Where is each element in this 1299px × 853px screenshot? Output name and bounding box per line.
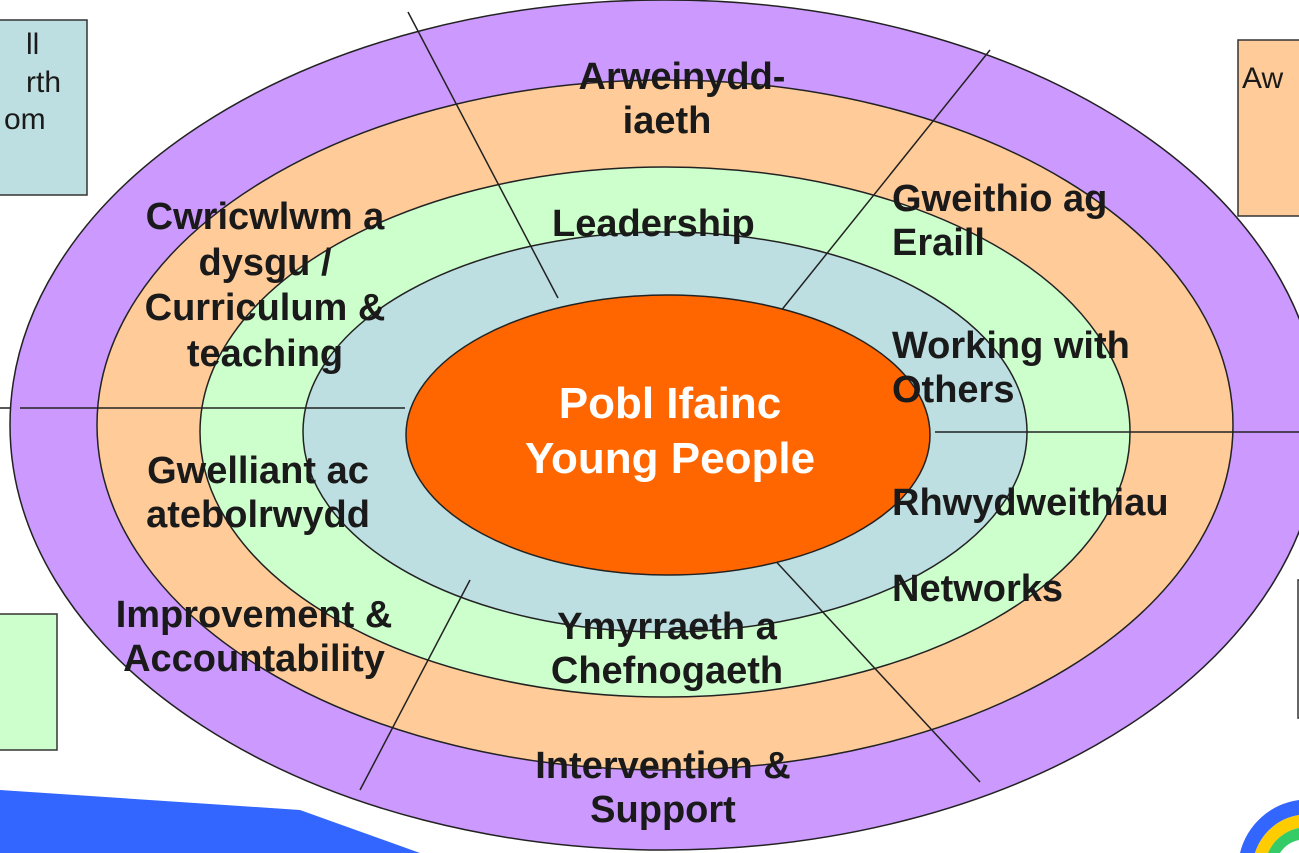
curriculum-line-1: Cwricwlwm a	[145, 196, 385, 238]
logo-fragment	[1240, 800, 1299, 853]
left-top-box	[0, 19, 88, 196]
improvement-welsh: Gwelliant ac atebolrwydd	[108, 450, 408, 537]
right-top-box-text: Aw	[1242, 60, 1299, 180]
improvement-english-1: Improvement &	[115, 594, 393, 636]
improvement-english-2: Accountability	[123, 637, 385, 680]
intervention-english: Intervention & Support	[498, 745, 828, 832]
working-welsh-2: Eraill	[892, 221, 985, 264]
improvement-welsh-2: atebolrwydd	[146, 493, 370, 536]
center-ellipse	[405, 294, 931, 576]
left-top-line-3: om	[4, 103, 46, 136]
leadership-welsh: Arweinydd- iaeth	[552, 56, 812, 143]
center-english: Young People	[524, 434, 816, 483]
working-welsh-1: Gweithio ag	[892, 178, 1108, 220]
center-label: Pobl Ifainc Young People	[470, 376, 870, 486]
curriculum-line-4: teaching	[186, 332, 344, 375]
curriculum-label: Cwricwlwm a dysgu / Curriculum & teachin…	[100, 195, 430, 377]
left-top-line-1: ll	[26, 28, 40, 61]
working-english-1: Working with	[892, 325, 1130, 367]
intervention-welsh: Ymyrraeth a Chefnogaeth	[522, 606, 812, 693]
intervention-welsh-1: Ymyrraeth a	[557, 606, 777, 648]
improvement-english: Improvement & Accountability	[74, 594, 434, 681]
left-top-line-2: rth	[26, 65, 62, 99]
working-english-2: Others	[892, 368, 1015, 411]
left-top-box-text: ll rth om	[2, 26, 84, 188]
intervention-english-2: Support	[590, 788, 736, 831]
leadership-english: Leadership	[552, 203, 755, 245]
bottom-left-band	[0, 790, 420, 853]
right-top-box	[1237, 39, 1299, 217]
working-english: Working with Others	[892, 325, 1130, 412]
left-bottom-box	[0, 613, 58, 751]
networks-english: Networks	[892, 568, 1064, 610]
leadership-welsh-2: iaeth	[622, 99, 712, 142]
curriculum-line-2: dysgu /	[198, 241, 332, 284]
curriculum-line-3: Curriculum &	[144, 287, 386, 330]
working-welsh: Gweithio ag Eraill	[892, 178, 1107, 265]
center-welsh: Pobl Ifainc	[558, 379, 782, 428]
right-top-line-1: Aw	[1242, 62, 1284, 95]
leadership-welsh-1: Arweinydd-	[578, 56, 786, 98]
improvement-welsh-1: Gwelliant ac	[147, 450, 369, 492]
intervention-welsh-2: Chefnogaeth	[550, 649, 784, 692]
segment-dividers	[20, 11, 1299, 791]
intervention-english-1: Intervention &	[535, 745, 791, 787]
networks-welsh: Rhwydweithiau	[892, 482, 1169, 524]
